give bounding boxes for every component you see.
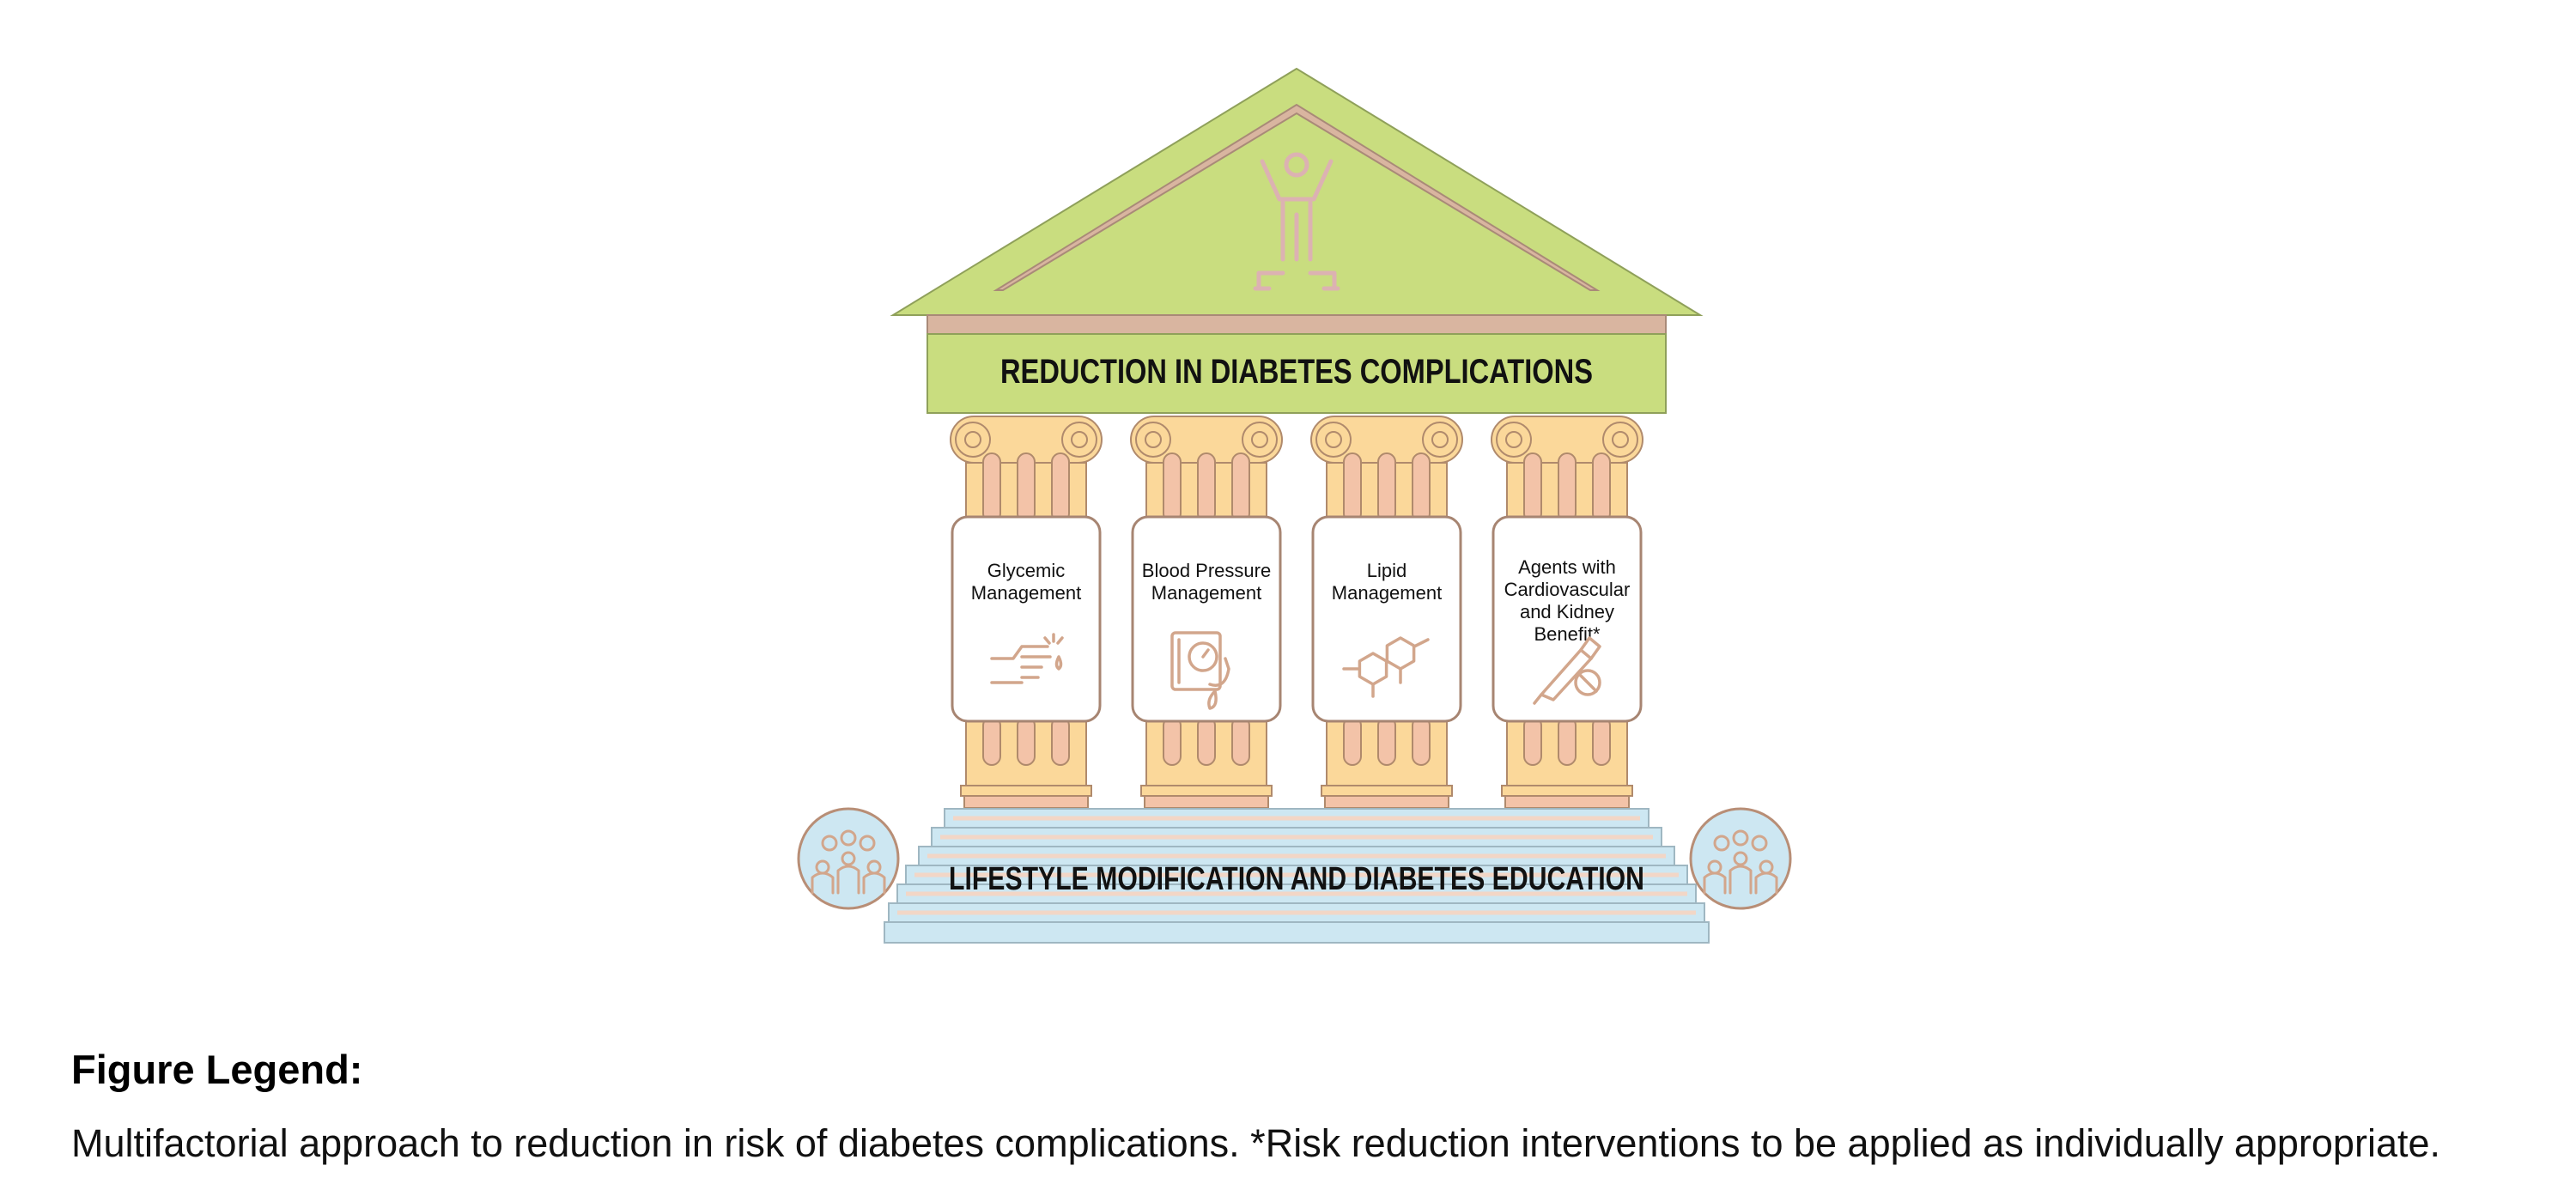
entablature xyxy=(927,333,1667,414)
scroll-volute xyxy=(1315,422,1352,458)
pillar-flute xyxy=(1592,716,1611,766)
pillar-label-line: Glycemic xyxy=(987,560,1065,581)
scroll-volute-inner xyxy=(1251,431,1268,448)
scroll-volute xyxy=(1135,422,1171,458)
roof-inner-band xyxy=(993,103,1601,291)
pillar-flute xyxy=(1231,716,1250,766)
pillar-flute xyxy=(1051,452,1070,523)
figure-legend-title: Figure Legend: xyxy=(71,1047,363,1092)
scroll-volute xyxy=(1602,422,1638,458)
scroll-volute-inner xyxy=(964,431,981,448)
side-circle xyxy=(1689,807,1792,910)
pillar-plinth xyxy=(1324,795,1449,809)
pillar-label-line: Blood Pressure xyxy=(1142,560,1271,581)
pillar-label-line: Lipid xyxy=(1367,560,1406,581)
scroll-volute-inner xyxy=(1612,431,1629,448)
roof-band xyxy=(927,314,1667,335)
side-circle-left xyxy=(797,807,900,910)
figure-legend-text: Multifactorial approach to reduction in … xyxy=(71,1121,2440,1165)
pillar-card xyxy=(1131,515,1282,723)
pillar-flute xyxy=(1197,716,1216,766)
base-title: LIFESTYLE MODIFICATION AND DIABETES EDUC… xyxy=(949,861,1644,897)
pillar-flute xyxy=(1343,452,1362,523)
scroll-volute-inner xyxy=(1071,431,1088,448)
pillar-card xyxy=(1311,515,1462,723)
pillar-flute xyxy=(1163,452,1182,523)
pillar-card xyxy=(1492,515,1643,723)
pillar-flute xyxy=(1377,452,1396,523)
side-circle xyxy=(797,807,900,910)
people-group-icon xyxy=(1703,829,1778,895)
pillar-flute xyxy=(1017,716,1036,766)
pillar-label-line: Cardiovascular xyxy=(1504,579,1631,600)
step-stripes xyxy=(897,816,1696,915)
pillar-flute xyxy=(982,716,1001,766)
pillar-flute xyxy=(1412,452,1431,523)
pillar-flute xyxy=(1558,716,1577,766)
pillar-flute xyxy=(1051,716,1070,766)
pillar-label-line: Management xyxy=(971,582,1081,604)
scroll-volute xyxy=(1422,422,1458,458)
scroll-volute xyxy=(1496,422,1532,458)
pillar-flute xyxy=(982,452,1001,523)
pillar-plinth xyxy=(1504,795,1630,809)
scroll-volute-inner xyxy=(1431,431,1449,448)
pillar-flute xyxy=(1523,716,1542,766)
pillar-flute xyxy=(1412,716,1431,766)
people-group-icon xyxy=(811,829,886,895)
pillar-label-line: and Kidney xyxy=(1520,601,1614,622)
side-circle-right xyxy=(1689,807,1792,910)
pillar-flute xyxy=(1163,716,1182,766)
pillar-flute xyxy=(1377,716,1396,766)
roof-title: REDUCTION IN DIABETES COMPLICATIONS xyxy=(1000,353,1593,391)
pillar-label-line: Agents with xyxy=(1518,556,1616,578)
pillar-flute xyxy=(1523,452,1542,523)
pillar-flute xyxy=(1197,452,1216,523)
pillar-base xyxy=(960,785,1092,797)
celebrating-person-icon xyxy=(1253,152,1340,291)
pillar-flute xyxy=(1558,452,1577,523)
pillar-base xyxy=(1140,785,1273,797)
pillar-flute xyxy=(1231,452,1250,523)
scroll-volute-inner xyxy=(1505,431,1522,448)
steps: LIFESTYLE MODIFICATION AND DIABETES EDUC… xyxy=(884,808,1710,944)
scroll-volute-inner xyxy=(1325,431,1342,448)
pen-and-pill-icon xyxy=(1533,636,1601,705)
scroll-volute xyxy=(955,422,991,458)
pillar-plinth xyxy=(963,795,1089,809)
pillar-label-line: Management xyxy=(1151,582,1261,604)
step-7 xyxy=(884,921,1710,944)
pillar-base xyxy=(1321,785,1453,797)
pillar-flute xyxy=(1592,452,1611,523)
scroll-volute xyxy=(1061,422,1097,458)
pillar-label-line: Management xyxy=(1332,582,1442,604)
pillar-label-line: Benefit* xyxy=(1534,623,1600,645)
pillar-flute xyxy=(1343,716,1362,766)
finger-prick-icon xyxy=(990,633,1064,684)
blood-pressure-monitor-icon xyxy=(1170,631,1230,710)
pillar-flute xyxy=(1017,452,1036,523)
scroll-volute xyxy=(1242,422,1278,458)
pillar-plinth xyxy=(1144,795,1269,809)
scroll-volute-inner xyxy=(1145,431,1162,448)
molecule-icon xyxy=(1342,636,1430,698)
pillar-card xyxy=(951,515,1102,723)
roof: REDUCTION IN DIABETES COMPLICATIONS xyxy=(890,67,1704,414)
pillar-base xyxy=(1501,785,1633,797)
